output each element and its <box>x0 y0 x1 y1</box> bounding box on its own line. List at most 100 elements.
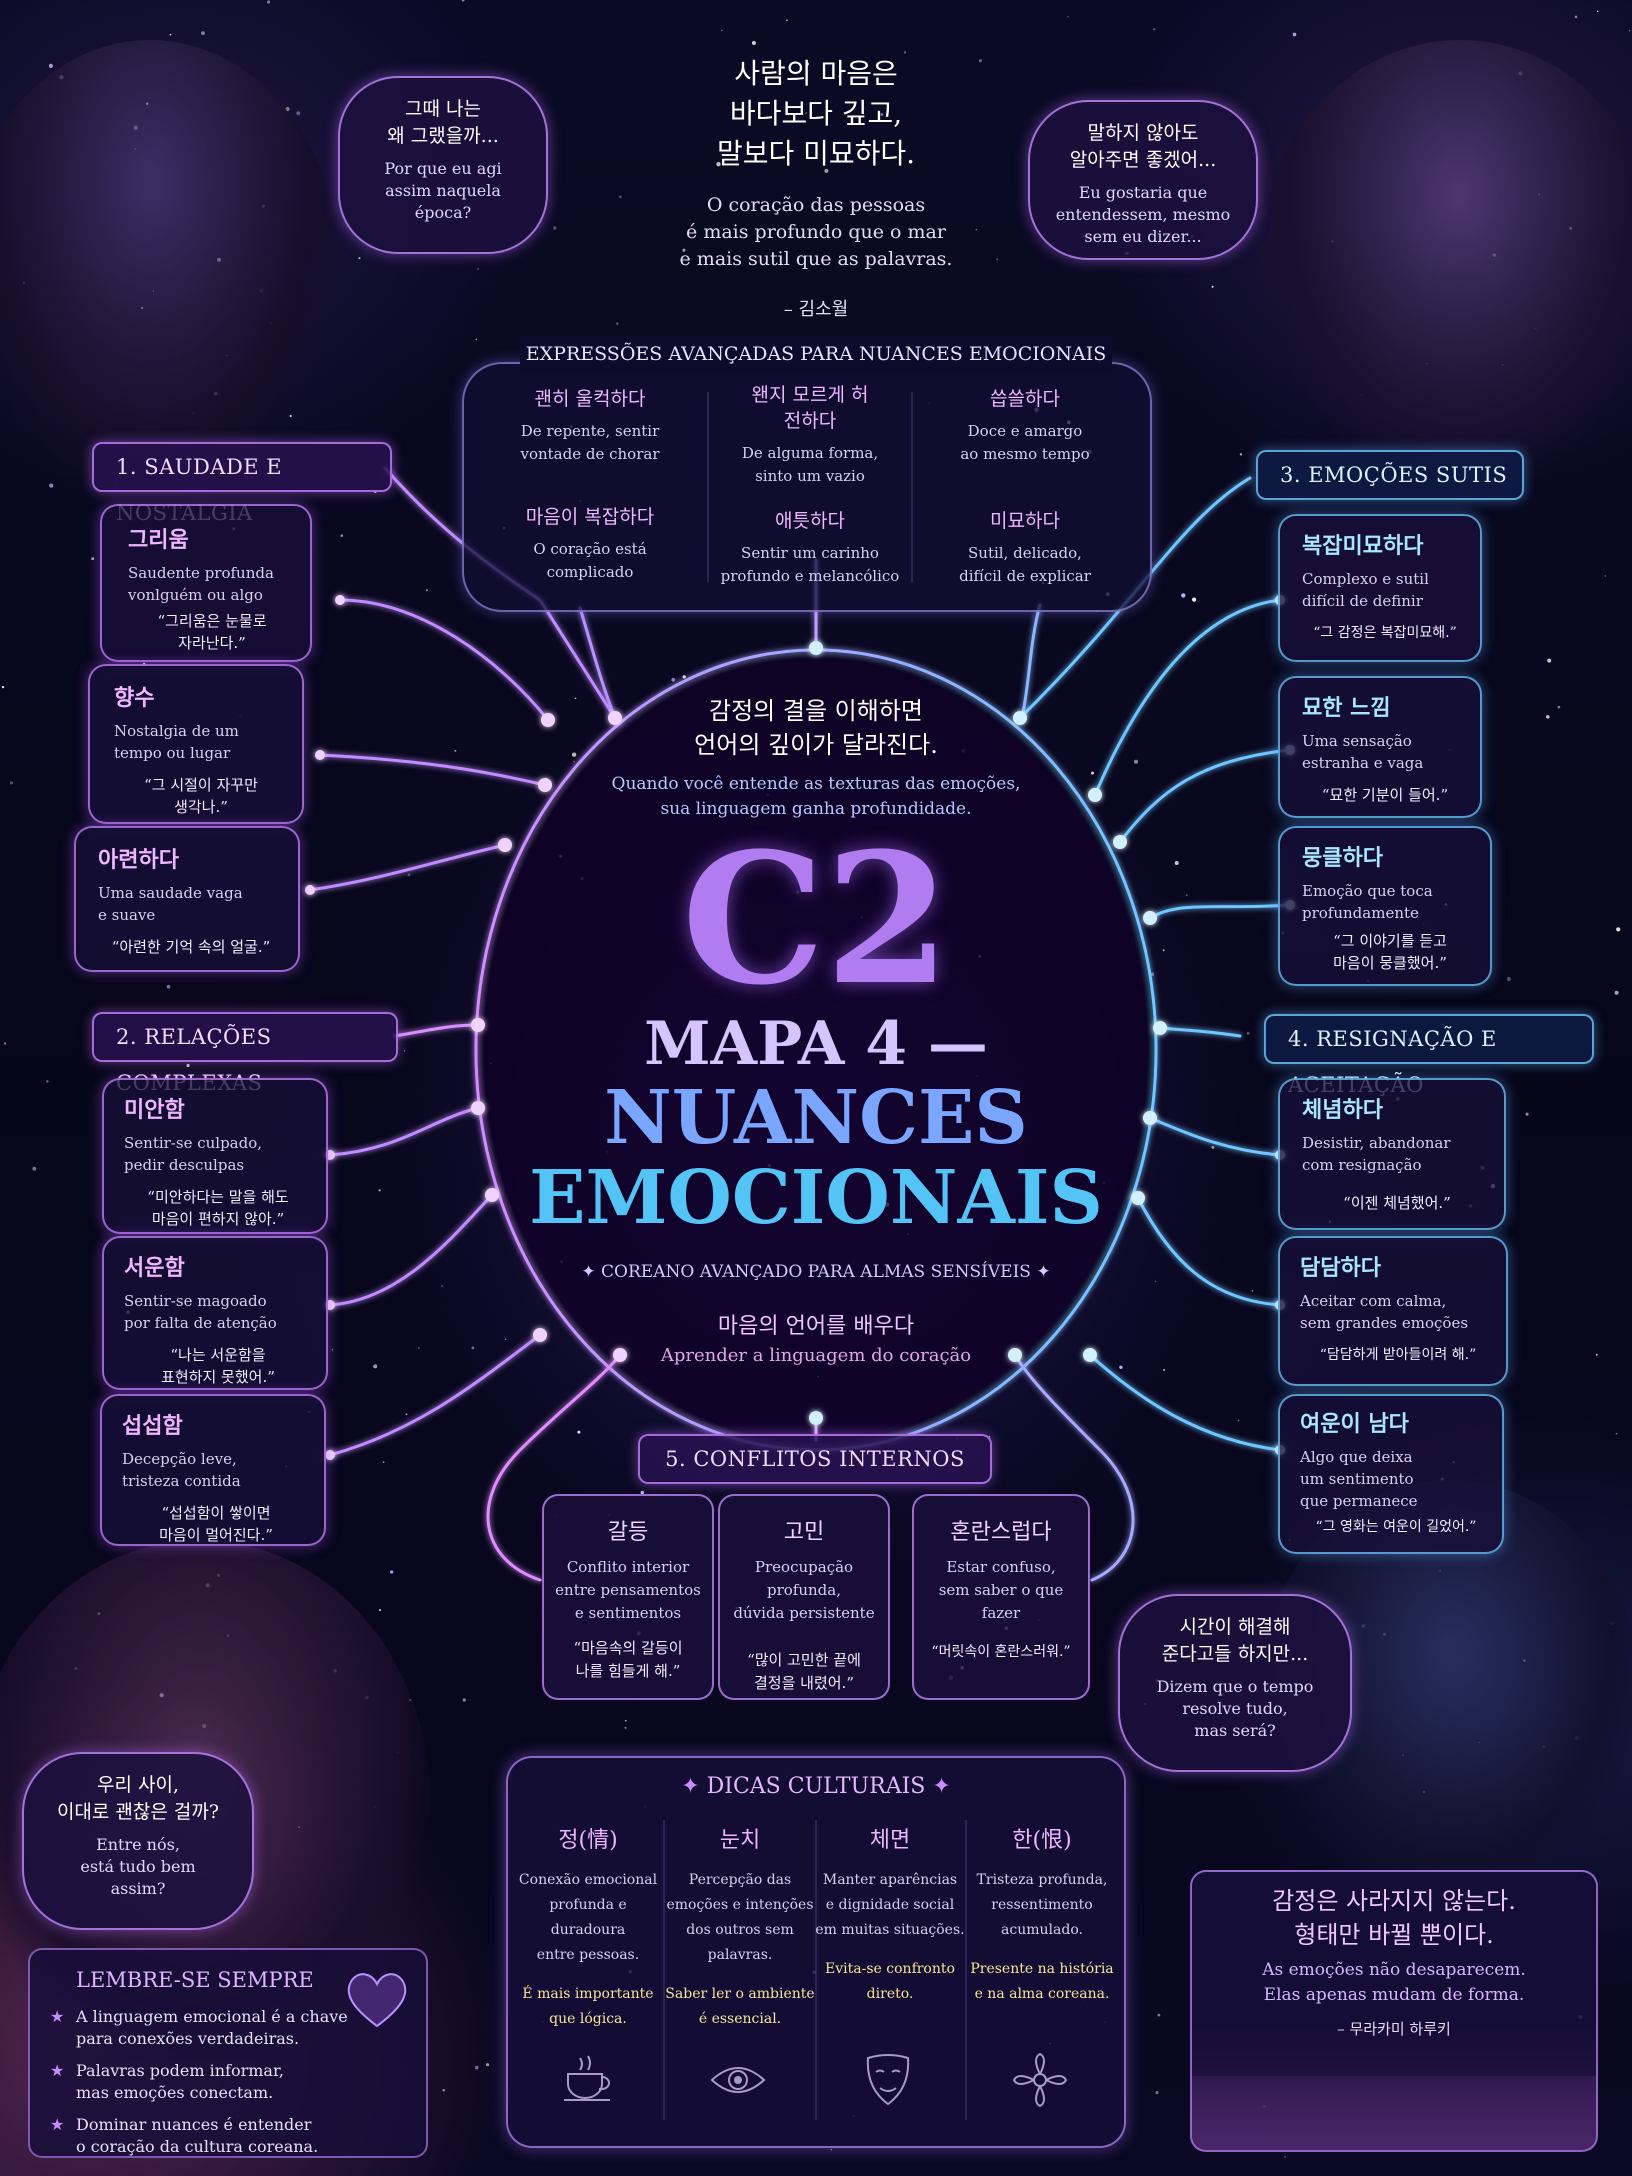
star <box>32 1166 37 1171</box>
star <box>331 1348 334 1351</box>
remember-panel: LEMBRE-SE SEMPRE ★ A linguagem emocional… <box>28 1948 428 2158</box>
card-damdamhada: 담담하다 Aceitar com calma, sem grandes emoç… <box>1278 1236 1508 1386</box>
quote-top-line: 바다보다 깊고, <box>729 97 903 130</box>
star <box>975 229 977 231</box>
card-desc: sem saber o que <box>938 1581 1064 1599</box>
card-myohan-neukkim: 묘한 느낌 Uma sensação estranha e vaga “묘한 기… <box>1278 676 1482 818</box>
bubble-pt-line: Por que eu agi <box>384 159 502 178</box>
quote-top-pt-line: é mais profundo que o mar <box>686 221 946 243</box>
thought-bubble-bottom-left: 우리 사이, 이대로 괜찮은 걸까? Entre nós, está tudo … <box>22 1752 254 1930</box>
connector-node <box>485 1188 499 1202</box>
card-example: “묘한 기분이 들어.” <box>1321 786 1449 804</box>
bubble-pt-line: entendessem, mesmo <box>1055 205 1231 224</box>
connector-node <box>498 838 512 852</box>
advanced-desc: profundo e melancólico <box>720 567 900 585</box>
card-desc: Preocupação profunda, <box>754 1558 854 1599</box>
card-honranseureopda: 혼란스럽다 Estar confuso, sem saber o que faz… <box>912 1494 1090 1700</box>
star <box>475 338 478 341</box>
star <box>618 195 622 199</box>
section-header-saudade: 1. SAUDADE E NOSTALGIA <box>92 442 392 525</box>
bubble-pt-line: época? <box>414 203 472 222</box>
star <box>296 111 301 116</box>
line-s5-left <box>486 1353 622 1582</box>
advanced-expressions-title: EXPRESSÕES AVANÇADAS PARA NUANCES EMOCIO… <box>520 336 1112 372</box>
star <box>454 749 457 752</box>
advanced-word: 왠지 모르게 허전하다 <box>751 384 869 432</box>
card-example: 표현하지 못했어.” <box>161 1368 275 1386</box>
star <box>1547 658 1552 663</box>
star <box>1 686 5 689</box>
star <box>1292 32 1297 37</box>
card-desc: Algo que deixa <box>1300 1448 1413 1466</box>
star <box>358 257 361 260</box>
center-pt-line: sua linguagem ganha profundidade. <box>660 799 972 819</box>
star-bullet-icon: ★ <box>50 2061 65 2080</box>
card-word: 미안함 <box>124 1097 185 1123</box>
star <box>1246 1031 1250 1035</box>
flower-icon <box>1012 2052 1068 2108</box>
star <box>186 1063 190 1068</box>
bubble-korean-line: 준다고들 하지만... <box>1161 1643 1309 1665</box>
star <box>1525 1112 1529 1116</box>
advanced-desc: ao mesmo tempo <box>960 445 1090 463</box>
advanced-desc: De repente, sentir <box>520 422 660 440</box>
connector-node <box>1143 911 1157 925</box>
line-adv-right <box>1020 603 1042 720</box>
advanced-desc: Sentir um carinho <box>741 544 879 562</box>
star <box>1615 1432 1618 1435</box>
line-adv-left <box>578 606 617 720</box>
culture-desc: Manter aparências <box>822 1872 958 1888</box>
line-s3-c <box>1148 903 1292 920</box>
connector-node <box>335 595 345 605</box>
line-s3 <box>1018 476 1252 720</box>
culture-desc: ressentimento <box>991 1897 1093 1913</box>
star <box>577 1430 581 1434</box>
culture-desc: em muitas situações. <box>815 1922 965 1938</box>
card-gomin: 고민 Preocupação profunda, dúvida persiste… <box>718 1494 890 1700</box>
center-intro: 감정의 결을 이해하면 언어의 깊이가 달라진다. Quando você en… <box>560 694 1072 822</box>
culture-desc: acumulado. <box>1001 1922 1083 1938</box>
card-example: “이젠 체념했어.” <box>1343 1194 1451 1212</box>
bubble-pt-line: Entre nós, <box>96 1835 180 1854</box>
connector-node <box>809 641 823 655</box>
bubble-pt-line: mas será? <box>1194 1721 1276 1740</box>
tagline-portuguese: Aprender a linguagem do coração <box>660 1345 972 1366</box>
culture-note: Evita-se confronto <box>825 1961 955 1977</box>
quote-bottom-korean: 감정은 사라지지 않는다. <box>1272 1887 1516 1915</box>
card-example: 나를 힘들게 해.” <box>575 1662 681 1680</box>
star <box>1181 593 1186 598</box>
star <box>671 677 676 682</box>
star <box>1067 16 1069 18</box>
quote-top: 사람의 마음은 바다보다 깊고, 말보다 미묘하다. O coração das… <box>560 54 1072 321</box>
line-s4-b <box>1136 1196 1282 1307</box>
star <box>1091 771 1094 775</box>
star <box>1162 949 1165 952</box>
level-badge-c2: C2 <box>681 814 951 1025</box>
star <box>504 1338 507 1341</box>
connector-node <box>538 778 552 792</box>
star <box>1506 977 1511 981</box>
connector-node <box>1153 1021 1167 1035</box>
star <box>573 760 575 763</box>
culture-word: 체면 <box>869 1828 911 1853</box>
culture-desc: e dignidade social <box>825 1897 955 1913</box>
star <box>1614 990 1619 995</box>
star <box>978 59 983 63</box>
cultural-tips-title: ✦ DICAS CULTURAIS ✦ <box>506 1774 1126 1799</box>
star-bullet-icon: ★ <box>50 2115 65 2134</box>
connector-node <box>608 711 622 725</box>
figure-top-left <box>0 40 340 500</box>
center-korean-line: 언어의 깊이가 달라진다. <box>694 731 938 759</box>
culture-word: 정(情) <box>558 1828 618 1853</box>
card-desc: fazer <box>981 1604 1021 1622</box>
card-word: 여운이 남다 <box>1300 1411 1409 1437</box>
culture-note: direto. <box>866 1986 914 2002</box>
card-desc: Aceitar com calma, <box>1300 1292 1447 1310</box>
star <box>9 781 13 785</box>
star <box>682 248 686 252</box>
heart-icon <box>347 1973 407 2028</box>
quote-bottom-pt: Elas apenas mudam de forma. <box>1263 1985 1525 2005</box>
map-subtitle: ✦ COREANO AVANÇADO PARA ALMAS SENSÍVEIS … <box>581 1262 1051 1282</box>
star <box>682 675 686 679</box>
